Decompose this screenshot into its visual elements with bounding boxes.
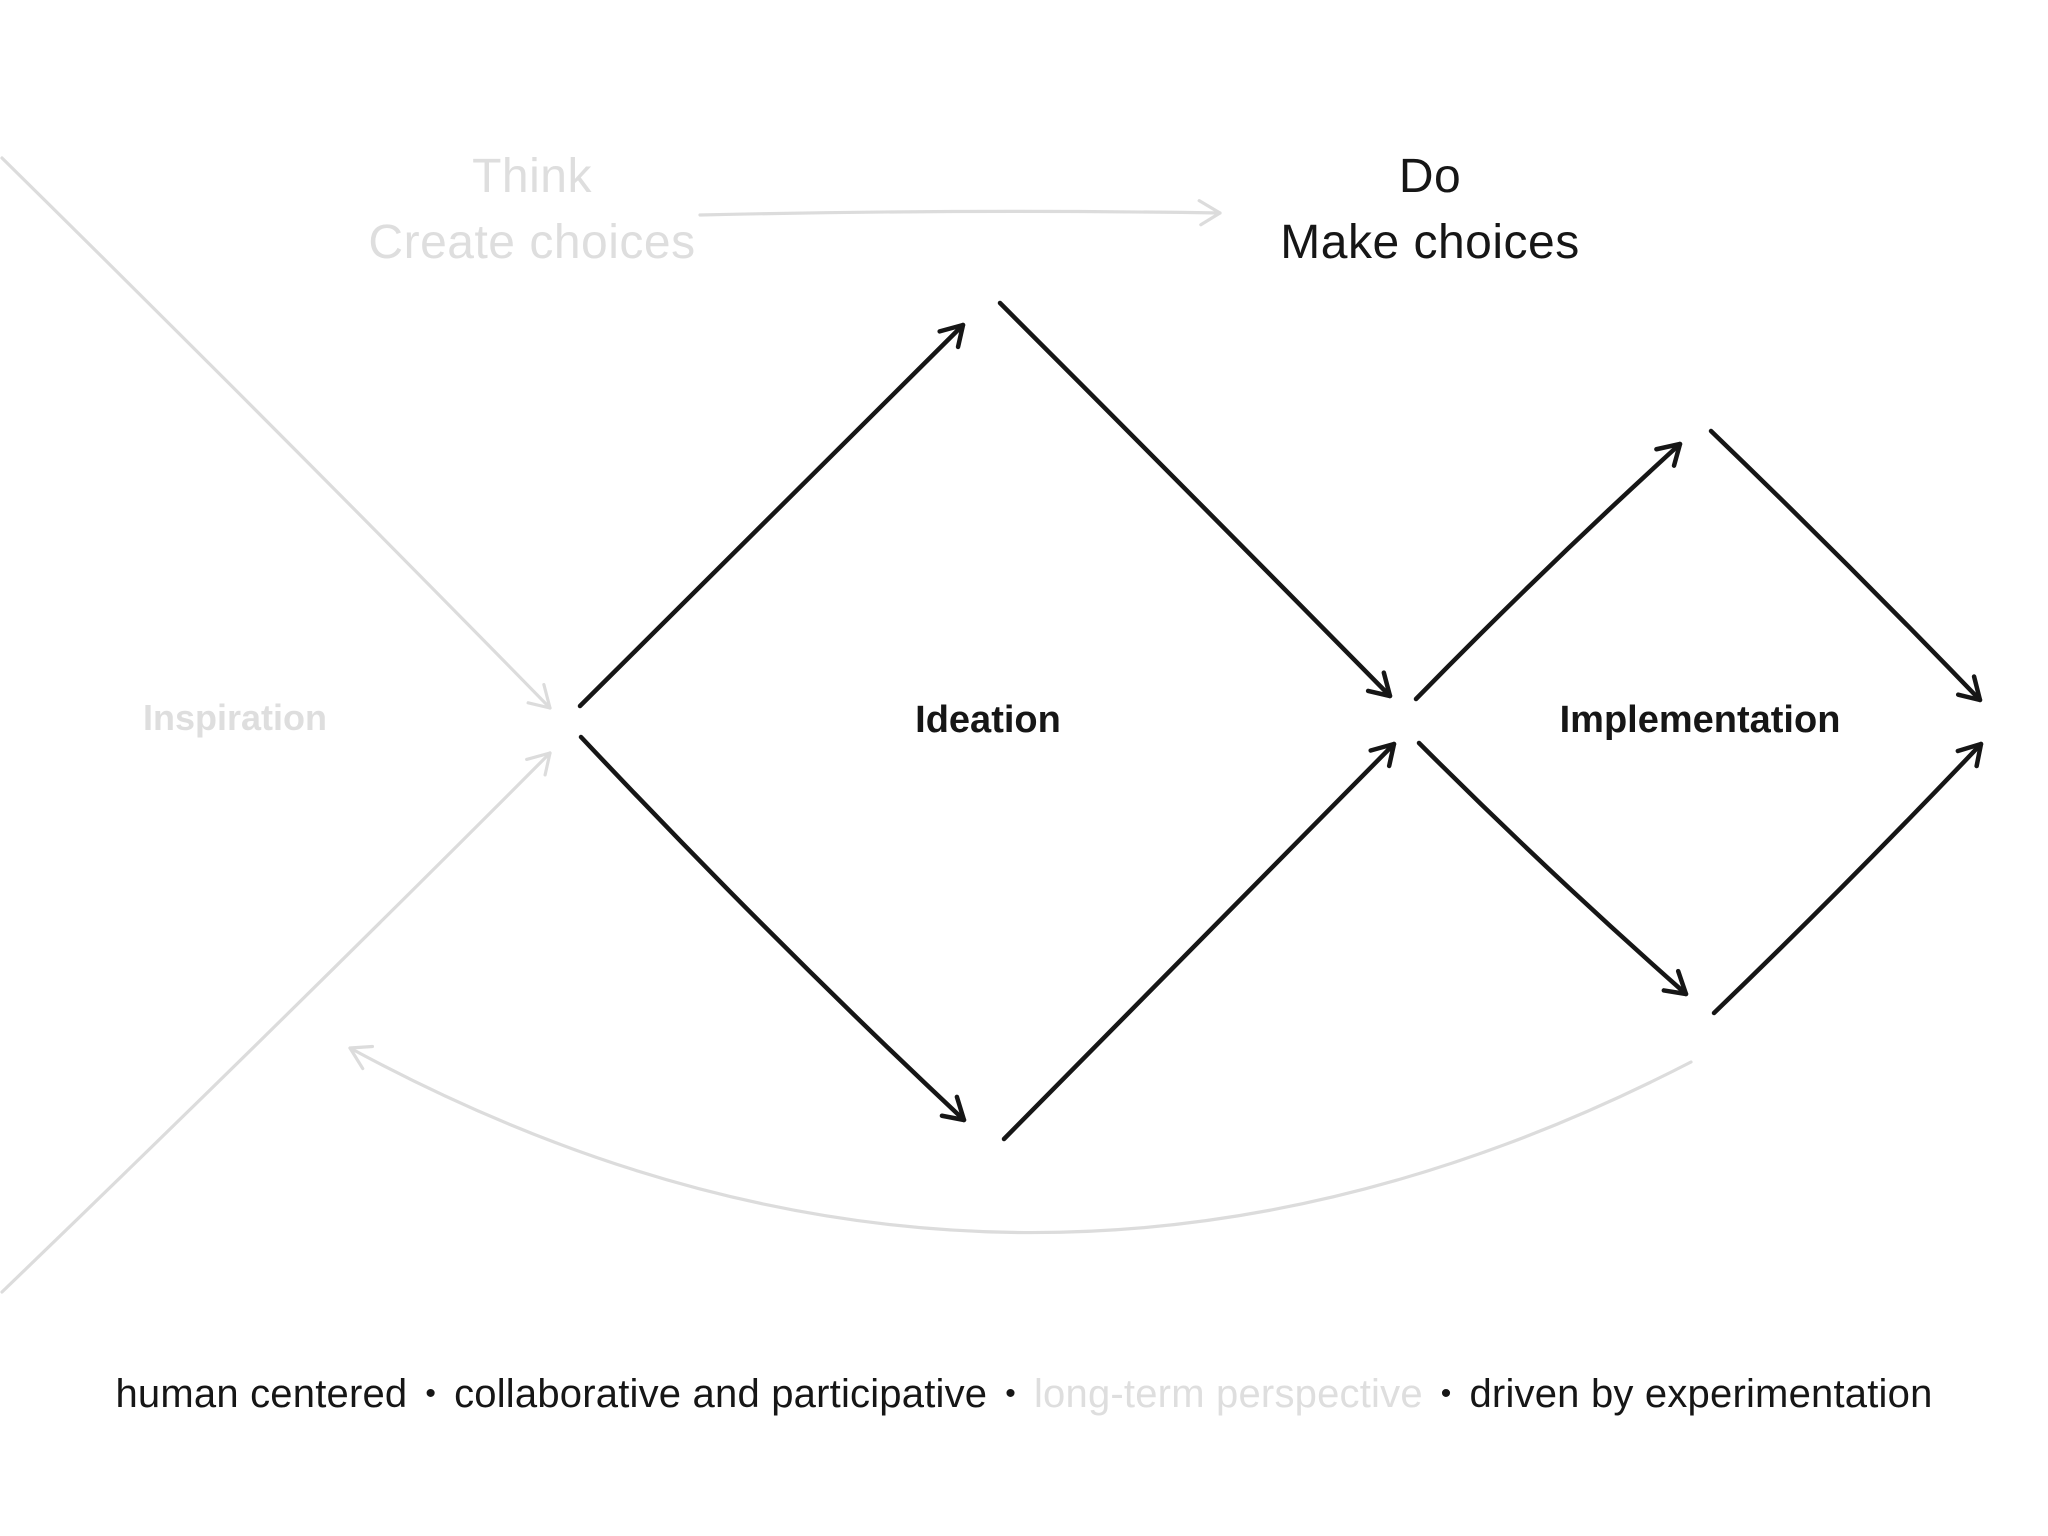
implementation-upper-left-arrow: [1413, 441, 1683, 702]
inspiration-label: Inspiration: [142, 697, 327, 738]
ideation-upper-right-arrow: [997, 300, 1393, 699]
think-line: Think: [472, 150, 592, 203]
do-make-choices-label: Do Make choices: [1130, 144, 1730, 276]
think-to-do-arrow: [698, 199, 1222, 227]
tagline-bullet: •: [425, 1377, 437, 1411]
implementation-label: Implementation: [1559, 699, 1841, 741]
ideation-label: Ideation: [915, 699, 1061, 741]
implementation-upper-right-arrow: [1708, 428, 1983, 703]
create-choices-line: Create choices: [368, 216, 696, 269]
tagline-item-human-centered: human centered: [115, 1372, 408, 1416]
tagline-item-long-term: long-term perspective: [1033, 1372, 1423, 1416]
think-create-choices-label: Think Create choices: [232, 144, 832, 276]
ideation-lower-right-arrow: [1001, 741, 1397, 1142]
iteration-return-curve-arrow: [348, 1044, 1693, 1235]
tagline-bullet: •: [1440, 1377, 1452, 1411]
tagline: human centered • collaborative and partici…: [0, 1366, 2048, 1422]
make-choices-line: Make choices: [1280, 216, 1580, 269]
ideation-upper-left-arrow: [577, 322, 966, 709]
ideation-lower-left-arrow: [578, 734, 967, 1123]
tagline-bullet: •: [1005, 1377, 1016, 1411]
tagline-item-collaborative: collaborative and participative: [454, 1372, 988, 1416]
inspiration-lower-line-arrow: [0, 751, 552, 1294]
do-line: Do: [1398, 150, 1462, 203]
inspiration-upper-line-arrow: [0, 156, 552, 710]
tagline-item-experimentation: driven by experimentation: [1469, 1372, 1933, 1416]
implementation-lower-left-arrow: [1416, 740, 1689, 997]
implementation-lower-right-arrow: [1711, 741, 1984, 1016]
